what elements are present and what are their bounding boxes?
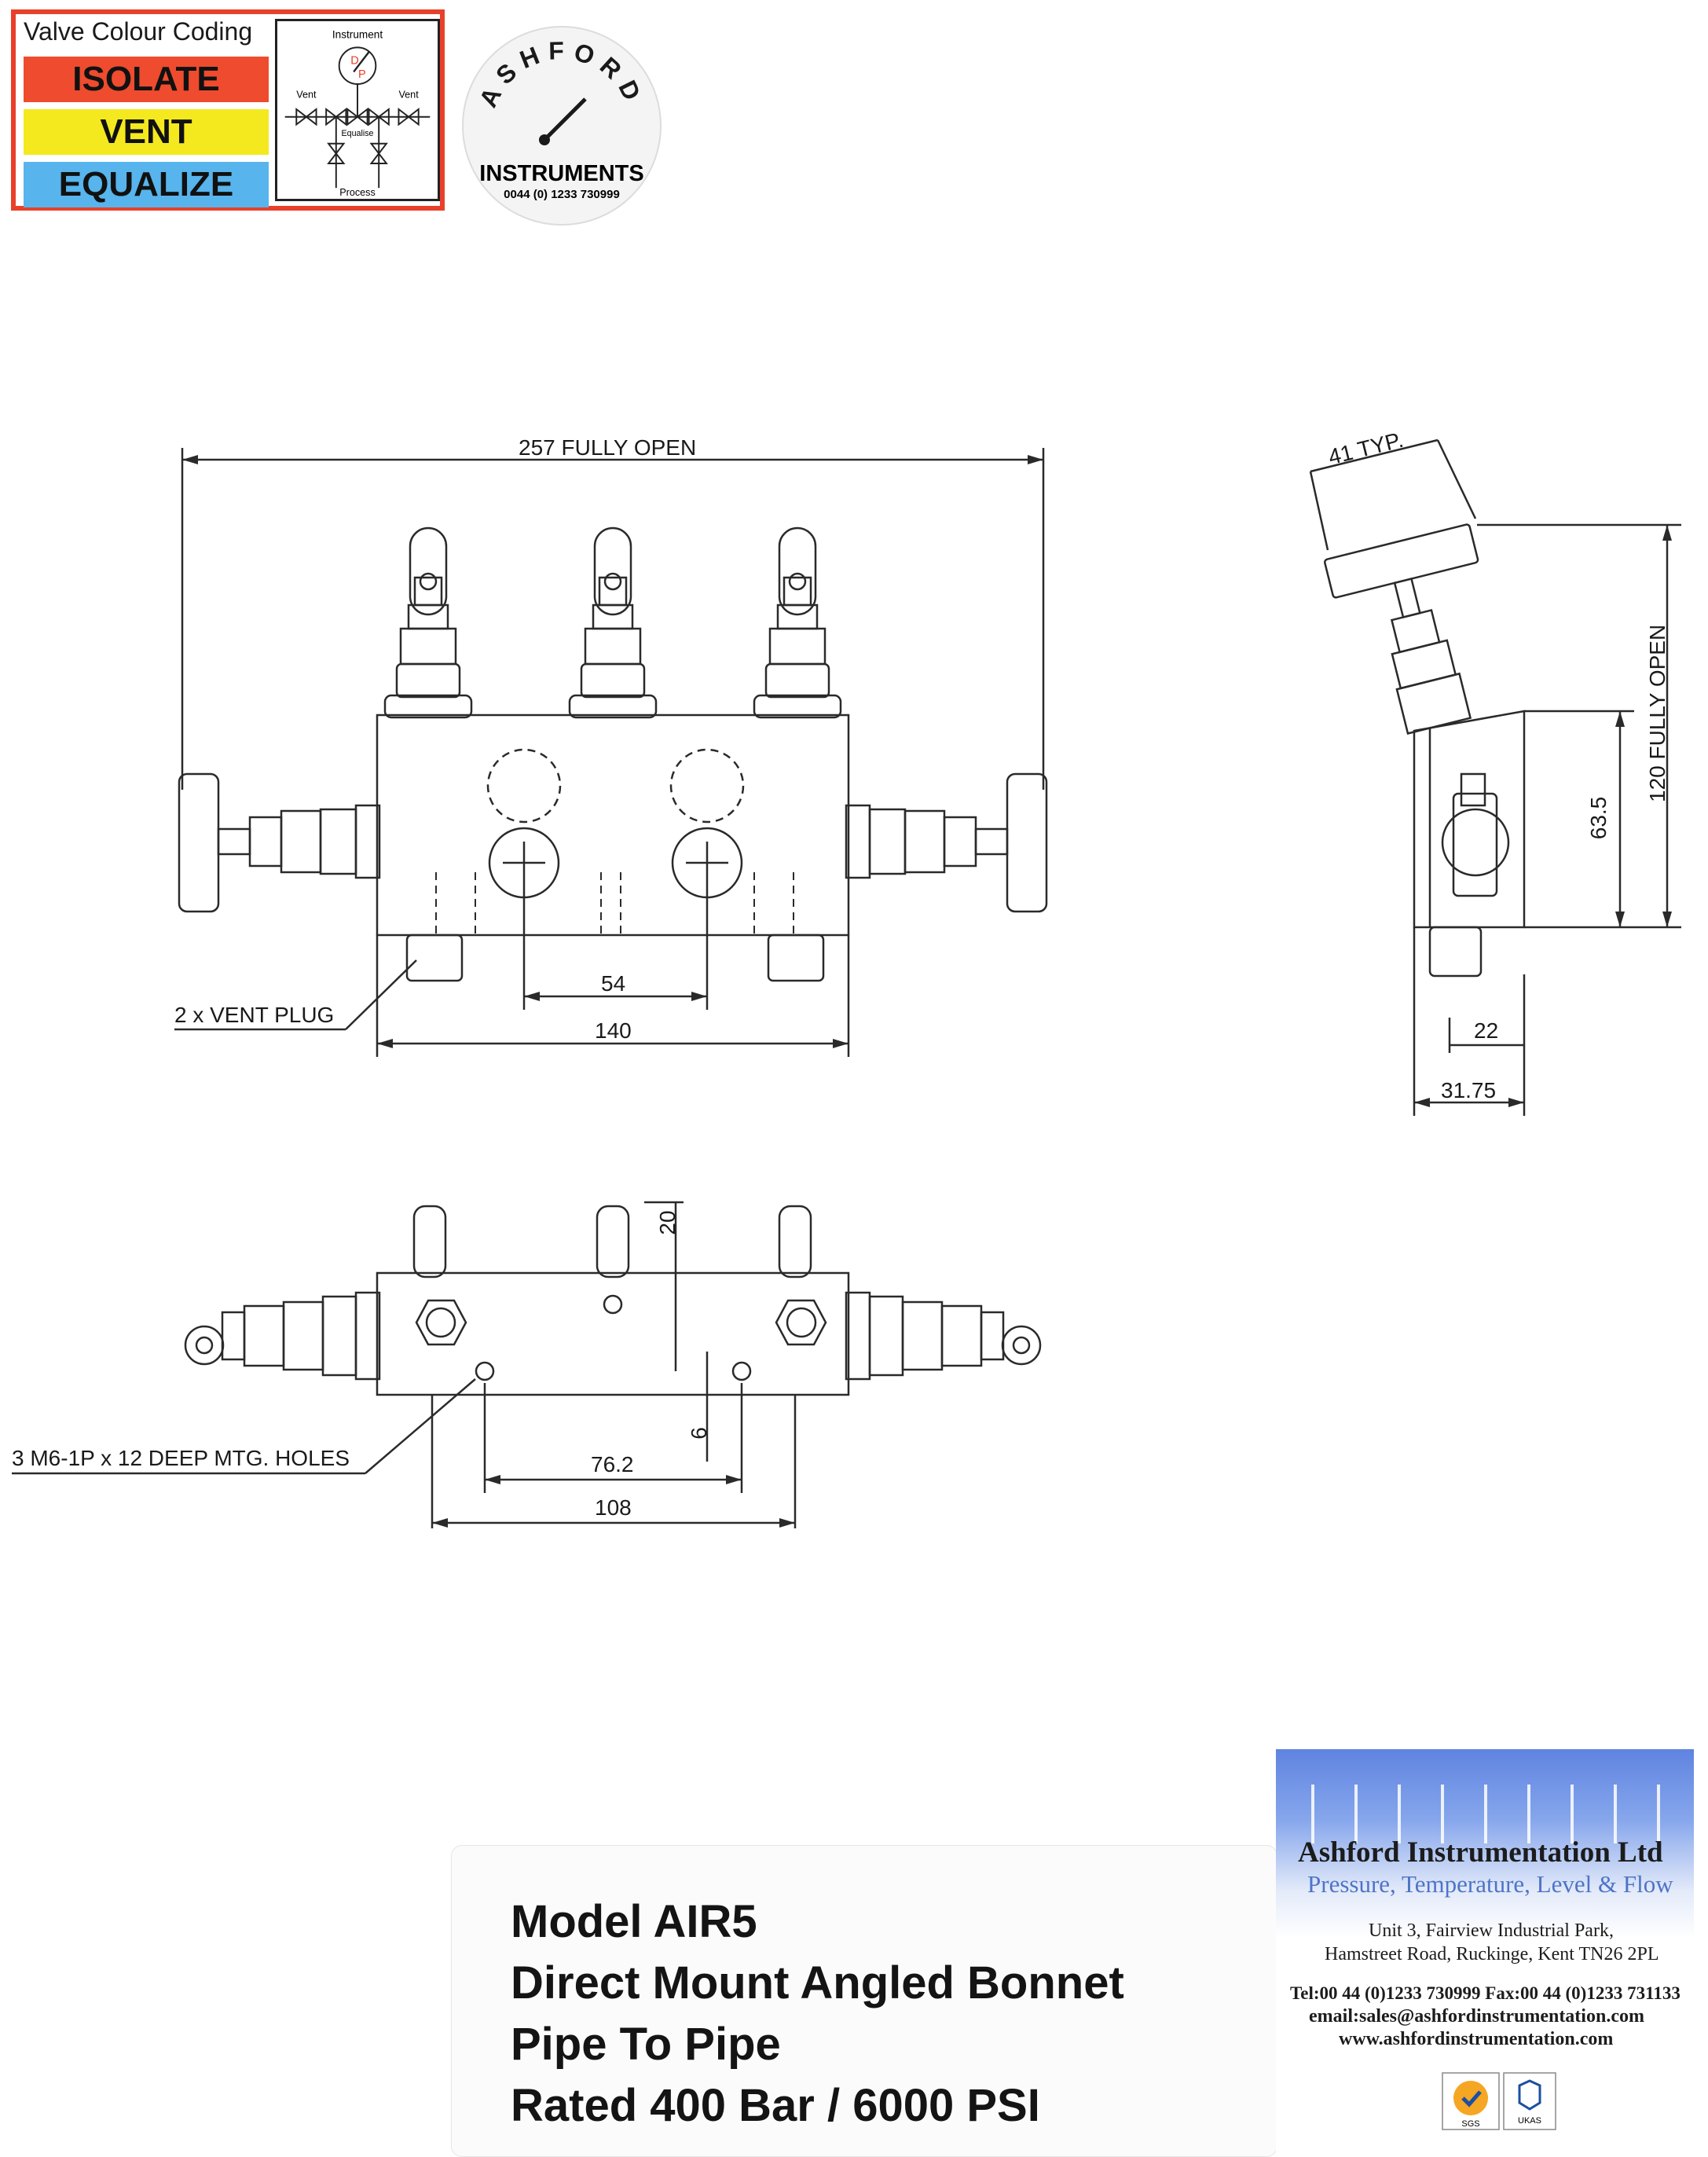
legend-title: Valve Colour Coding [24, 17, 253, 46]
vent-band: VENT [24, 109, 269, 155]
top-valve-2 [568, 526, 658, 719]
body-height-label: 63.5 [1586, 796, 1611, 840]
front-view [174, 448, 1048, 1057]
logo-phone: 0044 (0) 1233 730999 [504, 188, 620, 201]
stem-height-label: 20 [655, 1210, 680, 1235]
ashford-logo: ASHFORD INSTRUMENTS 0044 (0) 1233 730999 [462, 26, 662, 226]
schematic-equalise-label: Equalise [342, 129, 374, 138]
offset-label: 22 [1474, 1018, 1499, 1043]
hole-spacing-label: 76.2 [591, 1452, 634, 1477]
height-open-label: 120 FULLY OPEN [1645, 624, 1670, 802]
schematic-process-label: Process [339, 187, 376, 198]
schematic-vent-right-label: Vent [398, 89, 419, 100]
company-address-line2: Hamstreet Road, Ruckinge, Kent TN26 2PL [1325, 1944, 1659, 1964]
valve-colour-legend: Valve Colour Coding ISOLATE VENT EQUALIZ… [11, 9, 445, 211]
logo-needle-icon [543, 97, 587, 141]
gauge-p-label: P [358, 68, 366, 81]
logo-name: INSTRUMENTS [479, 161, 643, 186]
company-address-line1: Unit 3, Fairview Industrial Park, [1369, 1920, 1614, 1941]
schematic-instrument-label: Instrument [332, 29, 383, 41]
top-width-label: 108 [595, 1495, 632, 1520]
company-tagline: Pressure, Temperature, Level & Flow [1307, 1870, 1673, 1898]
company-tel-fax: Tel:00 44 (0)1233 730999 Fax:00 44 (0)12… [1290, 1983, 1681, 2003]
depth-label: 31.75 [1441, 1078, 1497, 1102]
vent-plug-label: 2 x VENT PLUG [174, 1003, 335, 1027]
ukas-crown-icon [1518, 2079, 1541, 2111]
isolate-band: ISOLATE [24, 57, 269, 102]
connection-type: Pipe To Pipe [511, 2019, 781, 2070]
mounting-holes-label: 3 M6-1P x 12 DEEP MTG. HOLES [12, 1446, 350, 1470]
side-valve-right [845, 772, 1048, 913]
pressure-rating: Rated 400 Bar / 6000 PSI [511, 2080, 1040, 2131]
certification-marks: SGS UKAS [1442, 2072, 1556, 2130]
hole-offset-label: 6 [687, 1427, 711, 1440]
sgs-label: SGS [1461, 2119, 1479, 2129]
schematic-vent-left-label: Vent [296, 89, 317, 100]
top-view [12, 1201, 1042, 1528]
valve-symbols-icon [295, 108, 420, 189]
dimension-arrows [182, 455, 1672, 1528]
company-name: Ashford Instrumentation Ltd [1298, 1836, 1663, 1869]
port-spacing-label: 54 [601, 971, 626, 996]
gauge-needle-icon [353, 51, 370, 73]
top-valve-1 [383, 526, 473, 719]
overall-width-label: 257 FULLY OPEN [519, 435, 697, 460]
gauge-d-label: D [350, 55, 359, 68]
sgs-seal-icon [1453, 2081, 1488, 2115]
side-view [1309, 438, 1681, 1116]
model-description: Direct Mount Angled Bonnet [511, 1957, 1124, 2008]
company-email: email:sales@ashfordinstrumentation.com [1309, 2006, 1644, 2027]
ukas-label: UKAS [1518, 2116, 1541, 2126]
title-card [451, 1845, 1277, 2157]
company-website: www.ashfordinstrumentation.com [1339, 2029, 1614, 2049]
top-valve-3 [753, 526, 842, 719]
manifold-schematic: Instrument D P Vent Vent Equalise Proces… [275, 19, 440, 201]
model-title: Model AIR5 [511, 1896, 757, 1947]
side-valve-left [178, 772, 381, 913]
equalize-band: EQUALIZE [24, 162, 269, 207]
body-width-label: 140 [595, 1018, 632, 1043]
